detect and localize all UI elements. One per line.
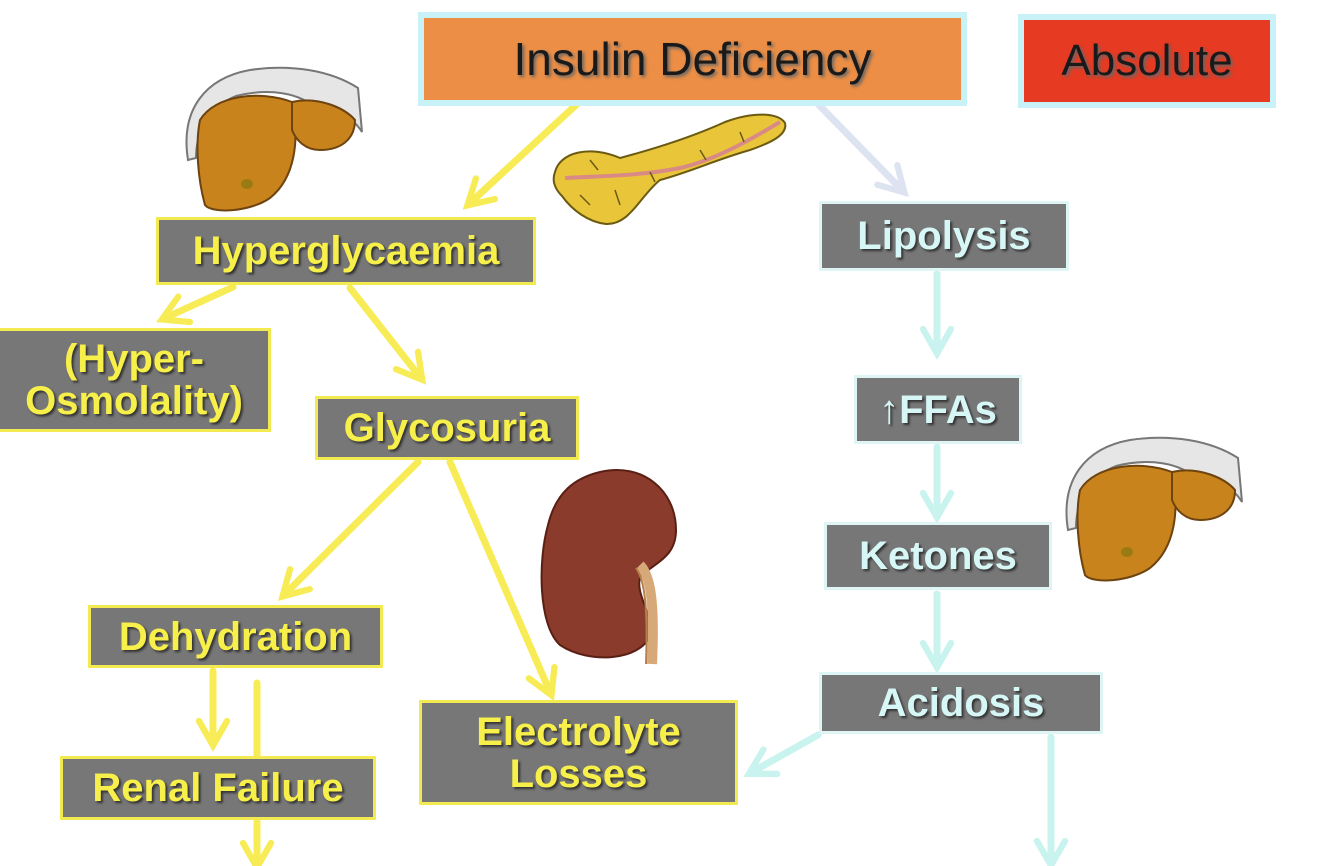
arrow-insulin-to-hyperglycaemia bbox=[462, 76, 607, 210]
kidney-illustration bbox=[540, 469, 678, 665]
arrow-hyperglycaemia-to-hyperosmolality bbox=[156, 283, 237, 326]
absolute-box: Absolute bbox=[1018, 14, 1276, 108]
electrolyte-losses-label-line2: Losses bbox=[509, 751, 648, 796]
insulin-deficiency-label: Insulin Deficiency bbox=[513, 32, 872, 85]
hyperosmolality-node: (Hyper- Osmolality) bbox=[0, 328, 271, 432]
glycosuria-node: Glycosuria bbox=[315, 396, 579, 460]
hyperosmolality-label-line1: (Hyper- bbox=[63, 337, 205, 381]
electrolyte-losses-node: Electrolyte Losses bbox=[419, 700, 738, 805]
electrolyte-losses-label-line1: Electrolyte bbox=[476, 709, 681, 754]
hyperosmolality-label-line2: Osmolality) bbox=[25, 379, 243, 423]
pancreas-illustration bbox=[552, 113, 787, 226]
ffas-node: ↑FFAs bbox=[854, 375, 1022, 444]
arrow-acidosis-to-electrolyte bbox=[743, 731, 822, 778]
insulin-deficiency-box: Insulin Deficiency bbox=[418, 12, 967, 106]
arrow-glycosuria-to-electrolyte bbox=[446, 458, 558, 702]
acidosis-node: Acidosis bbox=[819, 672, 1103, 734]
dehydration-node: Dehydration bbox=[88, 605, 383, 668]
liver-illustration bbox=[185, 66, 363, 212]
arrow-glycosuria-to-dehydration bbox=[278, 458, 422, 601]
renal-failure-node: Renal Failure bbox=[60, 756, 376, 820]
hyperglycaemia-label: Hyperglycaemia bbox=[192, 229, 500, 273]
dehydration-label: Dehydration bbox=[118, 614, 353, 659]
arrow-hyperglycaemia-to-glycosuria bbox=[346, 284, 427, 385]
arrow-insulin-to-lipolysis bbox=[814, 100, 909, 198]
absolute-label: Absolute bbox=[1061, 35, 1233, 85]
ketones-node: Ketones bbox=[824, 522, 1052, 590]
liver-illustration bbox=[1065, 436, 1243, 582]
lipolysis-node: Lipolysis bbox=[819, 201, 1069, 271]
glycosuria-label: Glycosuria bbox=[343, 406, 551, 450]
acidosis-label: Acidosis bbox=[877, 681, 1045, 725]
hyperglycaemia-node: Hyperglycaemia bbox=[156, 217, 536, 285]
lipolysis-label: Lipolysis bbox=[857, 214, 1031, 258]
renal-failure-label: Renal Failure bbox=[92, 766, 344, 810]
ffas-label: ↑FFAs bbox=[879, 387, 997, 432]
ketones-label: Ketones bbox=[859, 534, 1017, 578]
